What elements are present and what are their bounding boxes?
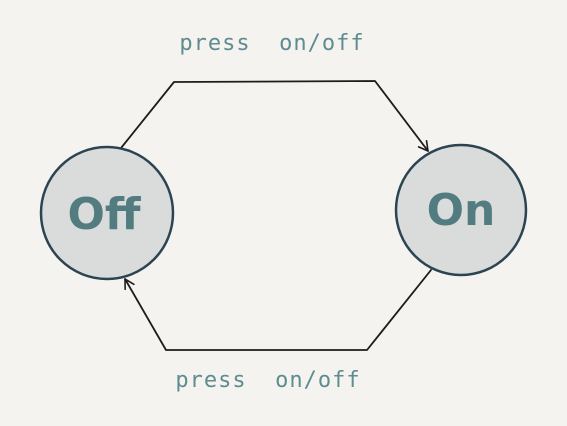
transition-top-label: press on/off [179, 31, 364, 56]
transition-bottom-label: press on/off [175, 368, 360, 393]
state-off: Off [39, 145, 175, 281]
state-on: On [394, 143, 528, 277]
state-off-circle [39, 145, 175, 281]
state-on-label: On [427, 185, 496, 236]
state-on-circle [394, 143, 528, 277]
transition-on-to-off-arrow [124, 269, 432, 351]
state-off-label: Off [67, 189, 141, 240]
transition-off-to-on-arrow [120, 80, 429, 152]
